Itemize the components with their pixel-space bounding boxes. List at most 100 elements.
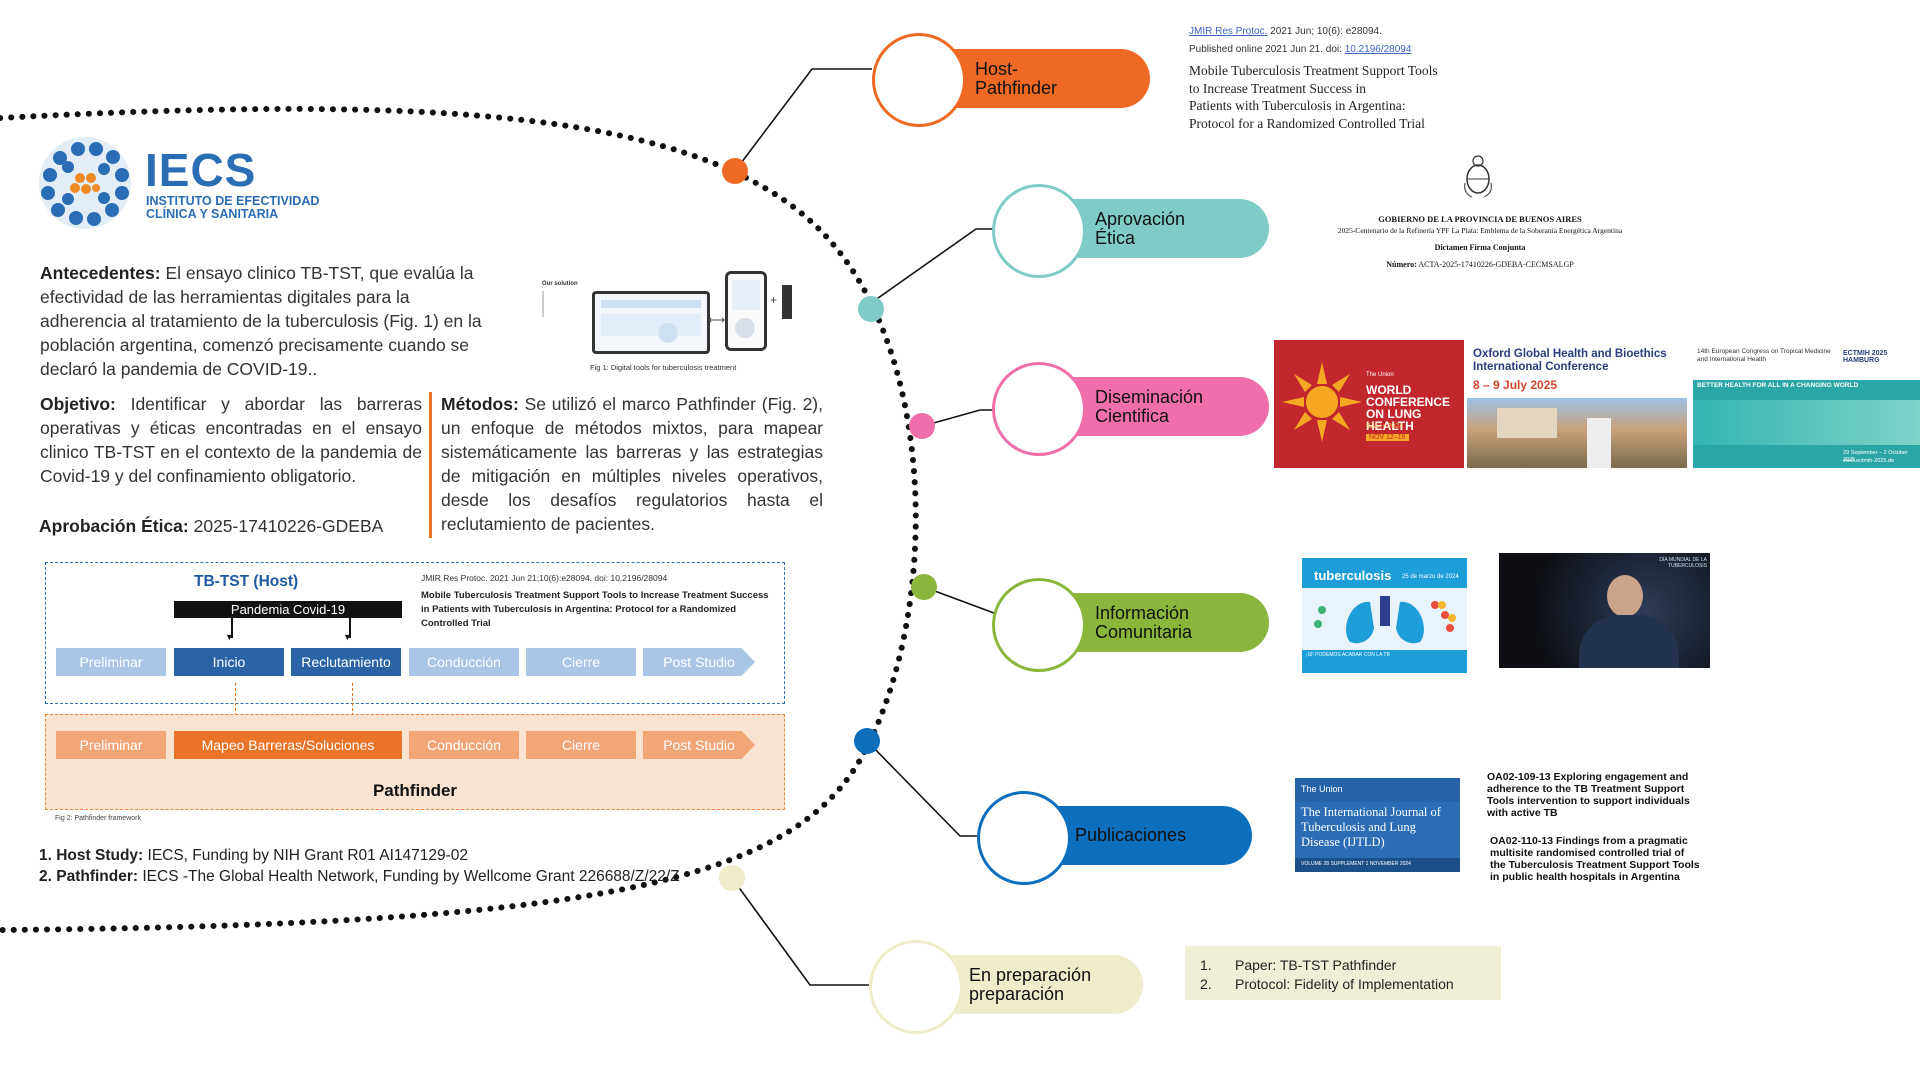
prep-item-2-num: 2. (1200, 976, 1212, 992)
conf3-url: www.ectmih-2025.de (1843, 458, 1895, 464)
connector-2 (870, 228, 993, 304)
pf-step-mapeo: Mapeo Barreras/Soluciones (174, 731, 402, 759)
prep-item-2: 2. Protocol: Fidelity of Implementation (1200, 976, 1454, 992)
host-step-post-studio: Post Studio (643, 648, 755, 676)
antecedentes-paragraph: Antecedentes: El ensayo clinico TB-TST, … (40, 261, 492, 381)
conf3-badge: ECTMIH 2025 HAMBURG (1843, 350, 1888, 364)
ijtld-journal-cover: The Union The International Journal of T… (1295, 778, 1460, 872)
timeline-dot-2 (858, 296, 884, 322)
timeline-dot-6 (719, 865, 745, 891)
milestone-label-6: En preparación preparación (969, 964, 1092, 1004)
fig1-arrow: ⟷ (708, 313, 726, 327)
conf3-sub: BETTER HEALTH FOR ALL IN A CHANGING WORL… (1697, 382, 1859, 389)
jmir-published-text: Published online 2021 Jun 21. doi: (1189, 44, 1345, 55)
jmir-journal-link[interactable]: JMIR Res Protoc. (1189, 26, 1268, 37)
journal-title: The International Journal of Tuberculosi… (1301, 805, 1441, 849)
poster-title: tuberculosis (1314, 568, 1392, 583)
milestone-ring-1 (872, 33, 966, 127)
pf-step-preliminar: Preliminar (56, 731, 166, 759)
metodos-text: Se utilizó el marco Pathfinder (Fig. 2),… (441, 394, 823, 534)
pf-step-cierre: Cierre (526, 731, 636, 759)
fig1-digital-tools: Our solution ⟷ + Fig 1: Digital tools fo… (540, 263, 792, 375)
milestone-ring-5 (977, 791, 1071, 885)
host-step-conduccion: Conducción (409, 648, 519, 676)
gov-line-2: 2025-Centenario de la Refinería YPF La P… (1337, 226, 1623, 235)
fig1-person-1 (658, 323, 678, 343)
logo-acronym: IECS (145, 144, 257, 196)
connector-6 (731, 877, 869, 986)
conf3-header (1693, 340, 1920, 380)
video-caption: DÍA MUNDIAL DE LA TUBERCULOSIS (1659, 557, 1707, 569)
gov-dictamen: GOBIERNO DE LA PROVINCIA DE BUENOS AIRES… (1295, 214, 1665, 269)
jmir-title-line-1: Mobile Tuberculosis Treatment Support To… (1189, 63, 1438, 78)
abstract-2: OA02-110-13 Findings from a pragmatic mu… (1490, 835, 1700, 883)
timeline-dot-5 (854, 728, 880, 754)
link-arrow-1 (235, 683, 236, 731)
community-video[interactable]: DÍA MUNDIAL DE LA TUBERCULOSIS (1499, 553, 1710, 668)
milestone-label-2: Aprovación Ética (1095, 208, 1186, 248)
host-step-reclutamiento: Reclutamiento (291, 648, 401, 676)
fig1-plus: + (770, 293, 778, 307)
conf2-photo-figure (1587, 418, 1611, 468)
covid-arrow-1 (231, 618, 233, 638)
aprobacion-text: 2025-17410226-GDEBA (188, 516, 384, 536)
jmir-doi-link[interactable]: 10.2196/28094 (1344, 44, 1412, 55)
host-title: TB-TST (Host) (194, 573, 299, 590)
jmir-title-line-4: Protocol for a Randomized Controlled Tri… (1189, 115, 1425, 131)
milestone-ring-4 (992, 578, 1086, 672)
jmir-title-line-2: to Increase Treatment Success in (1189, 80, 1366, 96)
jmir-title-line-3: Patients with Tuberculosis in Argentina: (1189, 98, 1406, 113)
abstract-1: OA02-109-13 Exploring engagement and adh… (1487, 771, 1690, 819)
milestone-label-1: Host- Pathfinder (975, 58, 1058, 98)
community-poster: 25 de marzo de 2024 tuberculosis ¡SÍ! PO… (1302, 558, 1467, 673)
milestone-diseminacion: Diseminación Cientifica (1040, 377, 1269, 436)
host-framework-box: TB-TST (Host) Pandemia Covid-19 ▼ ▼ JMIR… (45, 562, 785, 704)
journal-bottom-band (1295, 858, 1460, 872)
conf2-dates: 8 – 9 July 2025 (1473, 378, 1558, 392)
milestone-label-5: Publicaciones (1075, 825, 1187, 845)
journal-org: The Union (1301, 784, 1343, 794)
gov-numero-label: Número: (1386, 260, 1417, 269)
conference-thumb-oxford: Oxford Global Health and Bioethics Inter… (1467, 340, 1687, 468)
jmir-title: Mobile Tuberculosis Treatment Support To… (1189, 62, 1438, 132)
link-arrow-2 (352, 683, 353, 731)
framework-citation-line: JMIR Res Protoc. 2021 Jun 21;10(6):e2809… (421, 573, 668, 583)
fig1-desktop-screen (592, 291, 710, 354)
milestone-ring-2 (992, 184, 1086, 278)
milestone-ring-6 (869, 940, 963, 1034)
jmir-citation: JMIR Res Protoc. 2021 Jun; 10(6): e28094… (1189, 26, 1382, 37)
conference-thumb-world-lung: The Union WORLD CONFERENCE ON LUNG HEALT… (1274, 340, 1464, 468)
jmir-published: Published online 2021 Jun 21. doi: 10.21… (1189, 44, 1411, 55)
connector-3 (922, 409, 993, 427)
prep-item-1-num: 1. (1200, 957, 1212, 973)
aprobacion-label: Aprobación Ética: (39, 516, 189, 536)
journal-volume: VOLUME 28 SUPPLEMENT 1 NOVEMBER 2024 (1301, 861, 1411, 867)
video-speaker-head (1607, 575, 1643, 617)
conf1-dates: NOV 12–16 (1366, 434, 1409, 441)
conf3-dates: 29 September – 2 October 2025 (1843, 450, 1908, 463)
gov-numero: ACTA-2025-17410226-GDEBA-CECMSALGP (1418, 260, 1574, 269)
funding-list: 1. Host Study: IECS, Funding by NIH Gran… (39, 845, 680, 887)
covid-arrowhead-1: ▼ (225, 632, 234, 642)
objetivo-paragraph: Objetivo: Identificar y abordar las barr… (40, 392, 422, 488)
conf2-photo-building (1497, 408, 1557, 438)
jmir-date: 2021 Jun; 10(6): e28094. (1267, 26, 1382, 37)
journal-top-band (1295, 778, 1460, 802)
covid-bar: Pandemia Covid-19 (174, 601, 402, 618)
funding-item-2: 2. Pathfinder: IECS -The Global Health N… (39, 866, 680, 887)
poster-body (1302, 588, 1467, 650)
conf1-org: The Union (1366, 372, 1394, 378)
metodos-paragraph: Métodos: Se utilizó el marco Pathfinder … (441, 392, 823, 536)
antecedentes-label: Antecedentes: (40, 263, 161, 283)
iecs-logo-mark (39, 137, 131, 229)
connector-1 (734, 68, 872, 172)
objetivo-label: Objetivo: (40, 394, 116, 414)
antecedentes-text: El ensayo clinico TB-TST, que evalúa la … (40, 263, 482, 379)
poster-tag: ¡SÍ! PODEMOS ACABAR CON LA TB (1306, 652, 1390, 658)
poster-lungs-icon (1314, 596, 1456, 644)
fig1-pill-box (782, 285, 792, 319)
aprobacion-paragraph: Aprobación Ética: 2025-17410226-GDEBA (39, 514, 421, 538)
conf1-title: WORLD CONFERENCE ON LUNG HEALTH (1366, 383, 1451, 433)
conf3-band (1693, 400, 1920, 445)
